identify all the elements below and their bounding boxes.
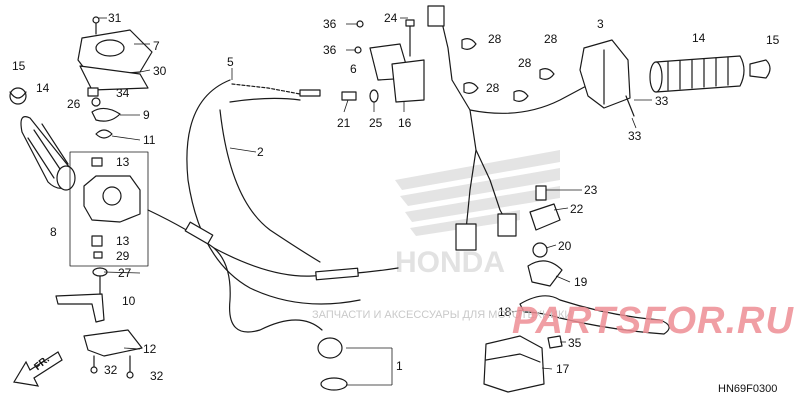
throttle-cover (77, 16, 153, 91)
cable-2 (219, 97, 321, 263)
handlebar-switch (579, 39, 635, 117)
bracket (83, 329, 143, 379)
callout-33: 33 (655, 94, 669, 108)
front-direction-arrow-icon (13, 351, 63, 387)
callout-36: 36 (323, 17, 337, 31)
callout-32: 32 (150, 369, 164, 383)
callout-5: 5 (227, 55, 234, 69)
callout-22: 22 (570, 202, 584, 216)
callout-14: 14 (36, 81, 50, 95)
callout-1: 1 (396, 359, 403, 373)
callout-28: 28 (544, 32, 558, 46)
callout-36: 36 (323, 43, 337, 57)
callout-21: 21 (337, 116, 351, 130)
wiring-harness (427, 5, 591, 251)
brake-lever-assembly (519, 185, 670, 335)
callout-8: 8 (50, 225, 57, 239)
callout-7: 7 (153, 39, 160, 53)
callout-27: 27 (118, 266, 132, 280)
callout-34: 34 (116, 86, 130, 100)
callout-15: 15 (12, 59, 26, 73)
callout-17: 17 (556, 362, 570, 376)
callout-25: 25 (369, 116, 383, 130)
callout-11: 11 (143, 133, 156, 147)
callout-13: 13 (116, 155, 130, 169)
callout-28: 28 (486, 81, 500, 95)
watermark-tagline: ЗАПЧАСТИ И АКСЕССУАРЫ ДЛЯ МОТОТЕХНИКИ (312, 309, 573, 321)
callout-23: 23 (584, 183, 598, 197)
callout-9: 9 (143, 108, 150, 122)
grip-end-left (9, 87, 27, 105)
holder-bracket (341, 19, 425, 103)
lever-cover (483, 335, 563, 393)
callout-35: 35 (568, 336, 582, 350)
callout-18: 18 (498, 305, 512, 319)
callout-30: 30 (153, 64, 167, 78)
callout-12: 12 (143, 342, 157, 356)
throttle-housing (69, 151, 149, 267)
left-grip (20, 116, 76, 191)
diagram-code: HN69F0300 (718, 383, 778, 395)
callout-33: 33 (628, 129, 642, 143)
callout-15: 15 (766, 33, 780, 47)
callout-6: 6 (350, 62, 357, 76)
grip-end-right (749, 59, 771, 79)
callout-28: 28 (518, 56, 532, 70)
callout-3: 3 (597, 17, 604, 31)
callout-16: 16 (398, 116, 412, 130)
callout-19: 19 (574, 275, 588, 289)
honda-wing-logo: HONDA (395, 150, 560, 279)
svg-text:HONDA: HONDA (395, 246, 505, 279)
callout-28: 28 (488, 32, 502, 46)
watermark-brand: PARTSFOR.RU (512, 300, 794, 342)
callout-2: 2 (257, 145, 264, 159)
throttle-lever (55, 267, 108, 323)
cable-1 (147, 209, 399, 391)
callout-24: 24 (384, 11, 398, 25)
callout-32: 32 (104, 363, 118, 377)
callout-10: 10 (122, 294, 136, 308)
callout-13: 13 (116, 234, 130, 248)
callout-14: 14 (692, 31, 706, 45)
throttle-small-parts (87, 87, 121, 139)
callout-26: 26 (67, 97, 81, 111)
right-grip (649, 55, 745, 93)
callout-31: 31 (108, 11, 122, 25)
callout-29: 29 (116, 249, 130, 263)
callout-20: 20 (558, 239, 572, 253)
